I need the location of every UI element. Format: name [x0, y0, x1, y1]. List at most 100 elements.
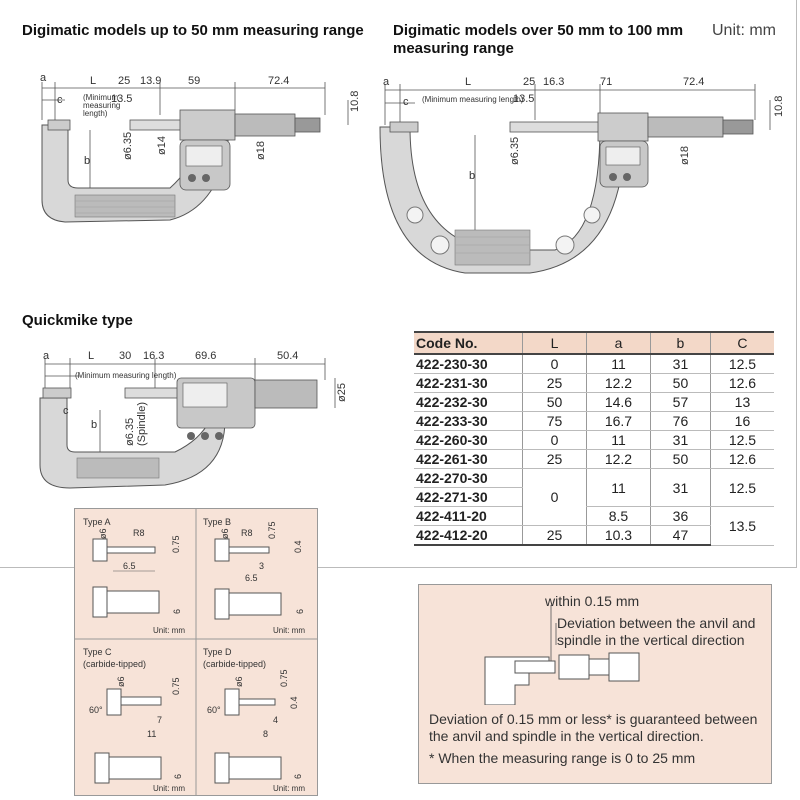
cell-code: 422-271-30 — [414, 487, 523, 507]
type-a-unit: Unit: mm — [153, 626, 185, 635]
table-row: 422-270-30 0 11 31 12.5 — [414, 468, 774, 526]
type-c-title: Type C — [83, 647, 112, 657]
type-a-title: Type A — [83, 517, 111, 527]
type-b-unit: Unit: mm — [273, 626, 305, 635]
d2-13_5: 13.5 — [513, 93, 534, 105]
cell-L: 75 — [522, 411, 587, 431]
d1-a: a — [40, 72, 47, 84]
cell-code: 422-270-30 — [414, 468, 523, 488]
d3-69_6: 69.6 — [195, 350, 216, 362]
d2-L: L — [465, 76, 471, 88]
type-a-r8: R8 — [133, 528, 145, 538]
cell-b: 36 — [650, 506, 711, 526]
d2-c: c — [403, 96, 409, 108]
note-dev2: spindle in the vertical direction — [557, 632, 745, 648]
cell-C-merged: 12.5 — [709, 468, 774, 507]
cell-b-merged: 31 — [650, 468, 711, 507]
drawing-digimatic-100: a L 25 16.3 71 72.4 10.8 c (Minimum meas… — [379, 76, 785, 274]
d1-L: L — [90, 75, 96, 87]
d1-13_9: 13.9 — [140, 75, 161, 87]
d1-min3: length) — [83, 109, 108, 118]
d3-50_4: 50.4 — [277, 350, 298, 362]
table-row: 422-412-20 25 10.3 47 — [414, 525, 774, 546]
type-c-unit: Unit: mm — [153, 784, 185, 793]
d1-phi18: ø18 — [255, 141, 267, 160]
note-dev1: Deviation between the anvil and — [557, 615, 756, 631]
cell-code: 422-411-20 — [414, 506, 523, 526]
type-d-deg: 60° — [207, 705, 221, 715]
cell-a: 11 — [585, 354, 651, 374]
col-C: C — [709, 331, 774, 355]
cell-a: 10.3 — [585, 525, 651, 546]
cell-b: 31 — [650, 354, 711, 374]
d1-min1: (Minimum — [83, 93, 118, 102]
cell-a: 14.6 — [585, 392, 651, 412]
type-b-phi6: ø6 — [220, 528, 230, 539]
table-row: 422-271-30 — [414, 487, 774, 507]
cell-a: 12.2 — [585, 449, 651, 469]
cell-C: 12.6 — [709, 373, 774, 393]
cell-a-merged: 11 — [585, 468, 651, 507]
note-body1: Deviation of 0.15 mm or less* is guarant… — [429, 711, 758, 727]
cell-L: 25 — [522, 525, 587, 546]
d1-72_4: 72.4 — [268, 75, 289, 87]
note-within: within 0.15 mm — [545, 593, 640, 609]
deviation-drawing — [484, 605, 640, 705]
d2-phi18: ø18 — [679, 146, 691, 165]
cell-code: 422-231-30 — [414, 373, 523, 393]
cell-a: 12.2 — [585, 373, 651, 393]
title-quickmike: Quickmike type — [22, 312, 133, 329]
cell-code: 422-230-30 — [414, 354, 523, 374]
d1-b: b — [84, 155, 90, 167]
cell-b: 76 — [650, 411, 711, 431]
type-d-4: 4 — [273, 715, 278, 725]
d3-16_3: 16.3 — [143, 350, 164, 362]
cell-code: 422-260-30 — [414, 430, 523, 450]
table-header-row: Code No. L a b C — [414, 331, 774, 355]
type-b-3: 3 — [259, 561, 264, 571]
cell-code: 422-412-20 — [414, 525, 523, 546]
cell-code: 422-233-30 — [414, 411, 523, 431]
type-b-title: Type B — [203, 517, 231, 527]
type-d-unit: Unit: mm — [273, 784, 305, 793]
anvil-types-drawing: Type A ø6 R8 0.75 6.5 6 Unit: mm Type B … — [75, 509, 317, 795]
deviation-note-panel: within 0.15 mm Deviation between the anv… — [418, 584, 772, 784]
d2-71: 71 — [600, 76, 612, 88]
d1-13_5: 13.5 — [111, 93, 132, 105]
d1-59: 59 — [188, 75, 200, 87]
d1-25: 25 — [118, 75, 130, 87]
cell-L: 25 — [522, 449, 587, 469]
top-frame — [0, 0, 797, 568]
d3-min: (Minimum measuring length) — [75, 371, 177, 380]
d1-phi635: ø6.35 — [122, 132, 134, 160]
type-b-075: 0.75 — [267, 521, 277, 539]
cell-L: 0 — [522, 354, 587, 374]
cell-C-merged: 13.5 — [709, 506, 774, 546]
d2-16_3: 16.3 — [543, 76, 564, 88]
d2-phi635: ø6.35 — [509, 137, 521, 165]
title-left: Digimatic models up to 50 mm measuring r… — [22, 22, 364, 39]
cell-a: 16.7 — [585, 411, 651, 431]
d2-72_4: 72.4 — [683, 76, 704, 88]
cell-b: 47 — [650, 525, 711, 546]
d3-a: a — [43, 350, 50, 362]
col-a: a — [585, 331, 651, 355]
cell-C: 12.6 — [709, 449, 774, 469]
title-right: Digimatic models over 50 mm to 100 mm me… — [393, 22, 684, 57]
type-c-deg: 60° — [89, 705, 103, 715]
cell-C: 13 — [709, 392, 774, 412]
drawing-quickmike: a L 30 16.3 69.6 50.4 ø25 (Minimum measu… — [39, 350, 348, 489]
d3-b: b — [91, 419, 97, 431]
d3-phi25: ø25 — [336, 383, 348, 402]
d2-25: 25 — [523, 76, 535, 88]
d3-c: c — [63, 405, 69, 417]
d3-L: L — [88, 350, 94, 362]
cell-b: 57 — [650, 392, 711, 412]
cell-code: 422-232-30 — [414, 392, 523, 412]
cell-a: 8.5 — [585, 506, 651, 526]
